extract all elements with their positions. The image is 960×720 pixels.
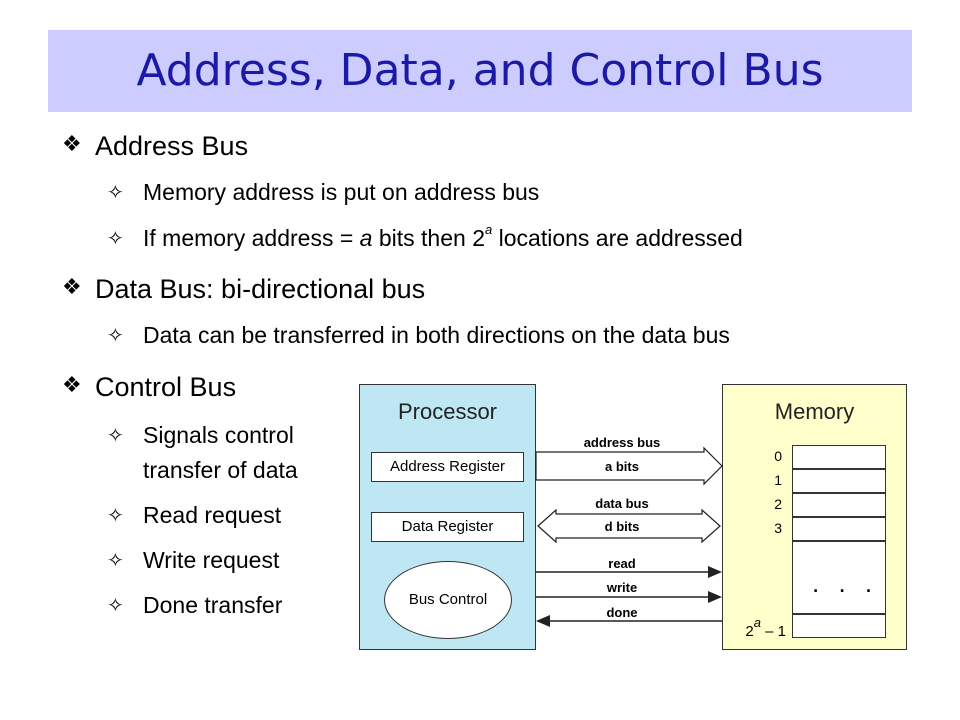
memory-ellipsis: . . . xyxy=(812,568,879,598)
read-label: read xyxy=(608,556,636,571)
control-bus-item-4: Done transfer xyxy=(143,592,283,618)
data-bus-arrow xyxy=(537,508,721,544)
processor-label: Processor xyxy=(397,399,498,424)
data-bus-item-1: Data can be transferred in both directio… xyxy=(143,322,730,348)
title-bar: Address, Data, and Control Bus xyxy=(48,30,912,112)
a-bits-label: a bits xyxy=(605,459,639,474)
data-register: Data Register xyxy=(371,512,524,542)
memory-label: Memory xyxy=(774,399,855,424)
memory-cell xyxy=(792,445,886,469)
four-point-star-icon: ✧ xyxy=(107,228,124,250)
d-bits-label: d bits xyxy=(604,519,640,534)
four-point-star-icon: ✧ xyxy=(107,325,124,347)
done-arrowhead xyxy=(536,615,550,627)
read-arrowhead xyxy=(708,566,722,578)
write-arrowhead xyxy=(708,591,722,603)
page-title: Address, Data, and Control Bus xyxy=(136,45,824,96)
memory-cell xyxy=(792,493,886,517)
data-bus-heading: Data Bus: bi-directional bus xyxy=(95,274,426,304)
memory-index: 2 xyxy=(774,496,782,512)
memory-index: 3 xyxy=(774,520,782,536)
data-bus-label: data bus xyxy=(595,496,649,511)
control-bus-item-1-cont: transfer of data xyxy=(143,457,298,483)
address-bus-arrow xyxy=(535,446,723,486)
four-point-star-icon: ✧ xyxy=(107,182,124,204)
done-label: done xyxy=(606,605,638,620)
diamond-star-icon: ❖ xyxy=(62,131,82,156)
diamond-star-icon: ❖ xyxy=(62,372,82,397)
memory-cell xyxy=(792,469,886,493)
memory-index: 1 xyxy=(774,472,782,488)
control-bus-item-1: Signals control xyxy=(143,422,294,448)
four-point-star-icon: ✧ xyxy=(107,425,124,447)
four-point-star-icon: ✧ xyxy=(107,505,124,527)
memory-cell xyxy=(792,517,886,541)
control-bus-heading: Control Bus xyxy=(95,372,237,402)
memory-cell-last xyxy=(792,614,886,638)
memory-last-index: 2a – 1 xyxy=(745,615,786,640)
write-label: write xyxy=(606,580,638,595)
address-bus-item-2: If memory address = a bits then 2a locat… xyxy=(143,222,743,251)
address-bus-label: address bus xyxy=(583,435,661,450)
address-bus-item-1: Memory address is put on address bus xyxy=(143,179,540,205)
control-bus-item-2: Read request xyxy=(143,502,282,528)
four-point-star-icon: ✧ xyxy=(107,595,124,617)
memory-index: 0 xyxy=(774,448,782,464)
address-bus-heading: Address Bus xyxy=(95,131,249,161)
diamond-star-icon: ❖ xyxy=(62,274,82,299)
four-point-star-icon: ✧ xyxy=(107,550,124,572)
control-bus-item-3: Write request xyxy=(143,547,280,573)
bus-control: Bus Control xyxy=(384,561,512,639)
memory-cell-range xyxy=(792,541,886,614)
address-register: Address Register xyxy=(371,452,524,482)
